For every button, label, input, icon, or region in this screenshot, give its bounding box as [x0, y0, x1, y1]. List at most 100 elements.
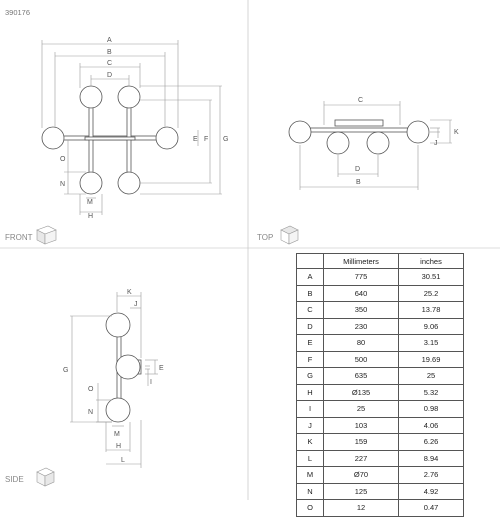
row-mm: 500	[323, 350, 399, 368]
row-in: 2.76	[398, 466, 464, 484]
side-globe-top	[105, 312, 131, 338]
row-label: N	[296, 482, 324, 500]
row-in: 0.98	[398, 400, 464, 418]
row-mm: 159	[323, 433, 399, 451]
side-view-label: SIDE	[5, 475, 24, 484]
row-label: A	[296, 268, 324, 286]
row-in: 5.32	[398, 383, 464, 401]
front-label-h: H	[88, 213, 93, 220]
side-label-j: J	[134, 301, 138, 308]
row-label: F	[296, 350, 324, 368]
top-view-drawing: C J K D B	[288, 97, 459, 190]
side-label-e: E	[159, 365, 164, 372]
row-in: 9.06	[398, 317, 464, 335]
side-label-m: M	[114, 431, 120, 438]
top-view-cube-icon	[280, 225, 299, 245]
front-label-g: G	[223, 136, 228, 143]
front-globe-top-left	[79, 85, 103, 109]
row-mm: Ø135	[323, 383, 399, 401]
top-globe-1	[288, 120, 312, 144]
row-label: L	[296, 449, 324, 467]
row-in: 4.06	[398, 416, 464, 434]
top-label-d: D	[355, 166, 360, 173]
side-label-k: K	[127, 289, 132, 296]
front-label-n: N	[60, 181, 65, 188]
side-globe-middle	[115, 354, 141, 380]
front-globe-bottom-right	[117, 171, 141, 195]
table-header-inches: inches	[398, 253, 464, 269]
row-mm: 125	[323, 482, 399, 500]
front-canopy	[84, 136, 136, 141]
front-label-b: B	[107, 49, 112, 56]
row-mm: 25	[323, 400, 399, 418]
front-label-d: D	[107, 72, 112, 79]
front-globe-left	[41, 126, 65, 150]
front-label-f: F	[204, 136, 208, 143]
row-mm: Ø70	[323, 466, 399, 484]
row-label: I	[296, 400, 324, 418]
side-view-cube-icon	[36, 467, 55, 487]
top-label-c: C	[358, 97, 363, 104]
row-in: 4.92	[398, 482, 464, 500]
front-view-label: FRONT	[5, 233, 33, 242]
row-label: H	[296, 383, 324, 401]
front-globe-top-right	[117, 85, 141, 109]
row-in: 0.47	[398, 499, 464, 517]
row-mm: 12	[323, 499, 399, 517]
technical-drawing-sheet: 390176	[0, 0, 500, 500]
row-label: J	[296, 416, 324, 434]
row-label: G	[296, 367, 324, 385]
row-mm: 640	[323, 284, 399, 302]
row-in: 30.51	[398, 268, 464, 286]
row-label: E	[296, 334, 324, 352]
row-in: 19.69	[398, 350, 464, 368]
top-bar	[299, 127, 419, 133]
row-label: O	[296, 499, 324, 517]
front-view-drawing: A B C D E F G O N M H	[41, 37, 228, 220]
table-header-row: Millimeters inches	[296, 253, 464, 269]
row-mm: 227	[323, 449, 399, 467]
side-label-n: N	[88, 409, 93, 416]
front-globe-right	[155, 126, 179, 150]
row-in: 3.15	[398, 334, 464, 352]
row-in: 25	[398, 367, 464, 385]
row-in: 25.2	[398, 284, 464, 302]
table-header-millimeters: Millimeters	[323, 253, 399, 269]
front-label-o: O	[60, 156, 66, 163]
top-label-k: K	[454, 129, 459, 136]
front-label-c: C	[107, 60, 112, 67]
side-label-l: L	[121, 457, 125, 464]
side-view-drawing: K J G E I O N M H L	[63, 289, 164, 468]
row-label: M	[296, 466, 324, 484]
top-globe-4	[406, 120, 430, 144]
row-label: C	[296, 301, 324, 319]
side-label-g: G	[63, 367, 68, 374]
side-label-o: O	[88, 386, 94, 393]
row-mm: 103	[323, 416, 399, 434]
row-in: 8.94	[398, 449, 464, 467]
article-number: 390176	[5, 8, 30, 17]
top-globe-2	[326, 131, 350, 155]
side-label-i: I	[150, 379, 152, 386]
row-mm: 350	[323, 301, 399, 319]
side-label-h: H	[116, 443, 121, 450]
top-globe-3	[366, 131, 390, 155]
row-label: B	[296, 284, 324, 302]
front-view-cube-icon	[36, 225, 57, 245]
front-globe-bottom-left	[79, 171, 103, 195]
row-mm: 635	[323, 367, 399, 385]
front-label-m: M	[87, 199, 93, 206]
